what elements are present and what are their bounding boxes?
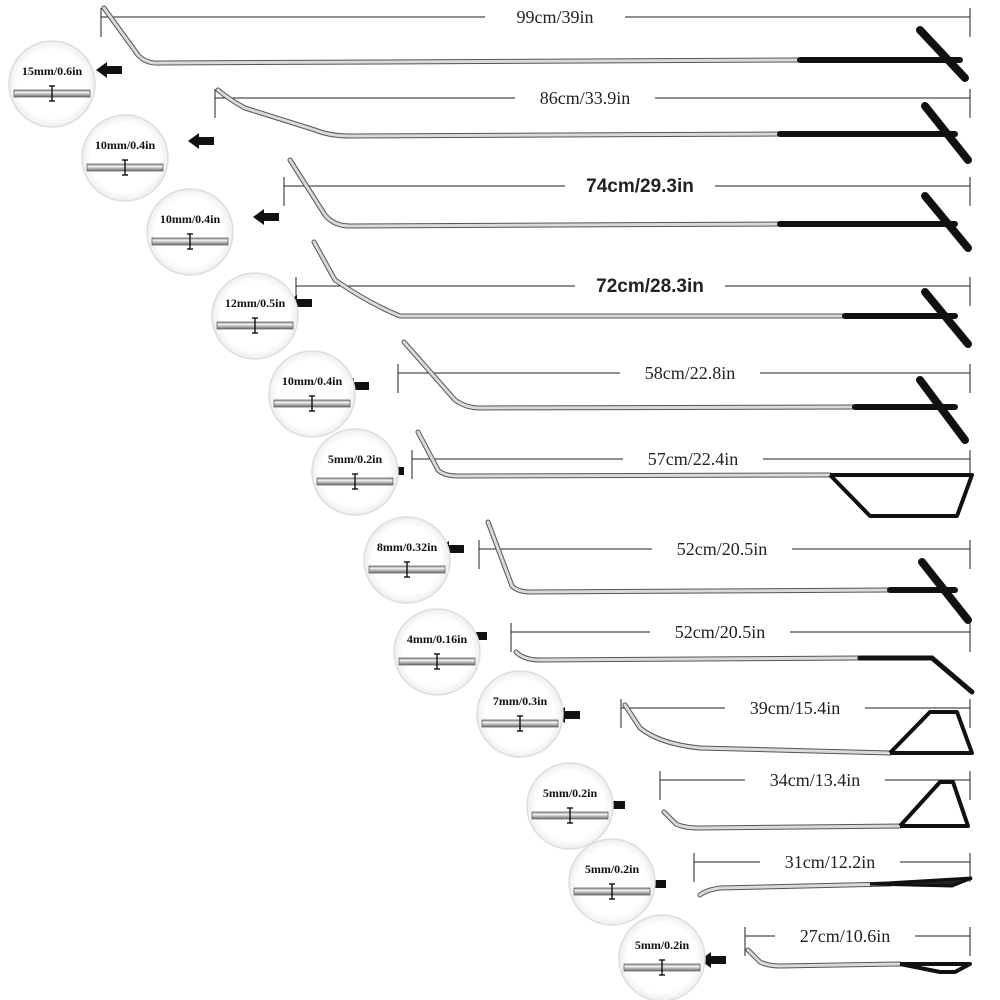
length-label: 31cm/12.2in — [785, 852, 876, 872]
rod — [746, 948, 902, 968]
rod-outline — [215, 87, 783, 139]
diameter-label: 10mm/0.4in — [160, 212, 221, 226]
loop-handle — [888, 710, 974, 755]
diameter-circle — [146, 188, 234, 276]
label-backing — [760, 850, 900, 874]
tool-11: 31cm/12.2in 5mm/0.2in — [568, 838, 973, 926]
diameter-circle — [211, 272, 299, 360]
label-backing — [745, 768, 885, 792]
rod — [623, 703, 892, 755]
arrow-left-icon — [188, 133, 214, 149]
tool-9: 39cm/15.4in 7mm/0.3in — [476, 670, 974, 758]
label-backing — [565, 174, 715, 198]
tool-4: 72cm/28.3in 12mm/0.5in — [211, 239, 972, 360]
arrow-left-icon — [253, 209, 279, 225]
label-backing — [623, 447, 763, 471]
rod — [402, 340, 857, 410]
diameter-label: 5mm/0.2in — [543, 786, 598, 800]
tool-2: 86cm/33.9in 10mm/0.4in — [81, 86, 972, 202]
length-label: 57cm/22.4in — [648, 449, 739, 469]
label-backing — [485, 5, 625, 29]
diameter-circle — [476, 670, 564, 758]
rod — [486, 520, 892, 594]
t-bar-handle — [921, 102, 972, 164]
rod — [698, 882, 892, 897]
length-label: 74cm/29.3in — [586, 176, 694, 197]
tool-10: 34cm/13.4in 5mm/0.2in — [526, 762, 971, 850]
tool-6: 57cm/22.4in 5mm/0.2in — [311, 428, 974, 518]
diameter-circle — [8, 40, 96, 128]
length-label: 86cm/33.9in — [540, 88, 631, 108]
t-bar-handle — [921, 192, 972, 252]
diameter-circle — [568, 838, 656, 926]
tool-8: 52cm/20.5in 4mm/0.16in — [393, 608, 975, 696]
tool-1: 99cm/39in 15mm/0.6in — [8, 5, 971, 128]
t-bar-handle — [916, 26, 969, 82]
diameter-circle — [618, 914, 706, 1000]
diameter-circle — [268, 350, 356, 438]
diameter-circle — [311, 428, 399, 516]
diameter-circle — [393, 608, 481, 696]
label-backing — [650, 620, 790, 644]
diameter-label: 5mm/0.2in — [635, 938, 690, 952]
t-bar-handle — [916, 376, 969, 444]
diameter-label: 10mm/0.4in — [95, 138, 156, 152]
tool-12: 27cm/10.6in 5mm/0.2in — [618, 914, 972, 1000]
length-label: 52cm/20.5in — [677, 539, 768, 559]
diameter-circle — [81, 114, 169, 202]
length-label: 58cm/22.8in — [645, 363, 736, 383]
diameter-label: 12mm/0.5in — [225, 296, 286, 310]
rod — [662, 810, 902, 830]
length-label: 39cm/15.4in — [750, 698, 841, 718]
t-bar-handle — [921, 288, 972, 348]
rod — [288, 158, 782, 228]
rod-outline — [101, 5, 803, 66]
diameter-circle — [363, 516, 451, 604]
loop-handle — [898, 780, 970, 828]
diameter-circle — [526, 762, 614, 850]
label-backing — [725, 696, 865, 720]
length-label: 99cm/39in — [517, 7, 594, 27]
loop-handle — [828, 473, 974, 518]
arrow-left-icon — [96, 62, 122, 78]
diameter-label: 4mm/0.16in — [407, 632, 468, 646]
length-label: 52cm/20.5in — [675, 622, 766, 642]
arrow-left-icon — [700, 952, 726, 968]
label-backing — [775, 924, 915, 948]
diameter-label: 7mm/0.3in — [493, 694, 548, 708]
loop-handle — [899, 962, 972, 974]
diameter-label: 10mm/0.4in — [282, 374, 343, 388]
diameter-label: 8mm/0.32in — [377, 540, 438, 554]
length-label: 34cm/13.4in — [770, 770, 861, 790]
tool-5: 58cm/22.8in 10mm/0.4in — [268, 339, 971, 444]
tool-7: 52cm/20.5in 8mm/0.32in — [363, 516, 972, 624]
label-backing — [575, 274, 725, 298]
rod — [514, 650, 862, 662]
label-backing — [620, 361, 760, 385]
t-bar-handle — [918, 558, 972, 624]
tool-3: 74cm/29.3in 10mm/0.4in — [146, 157, 972, 276]
label-backing — [515, 86, 655, 110]
bent-end-handle — [857, 655, 975, 695]
diameter-label: 5mm/0.2in — [585, 862, 640, 876]
diameter-label: 15mm/0.6in — [22, 64, 83, 78]
diameter-label: 5mm/0.2in — [328, 452, 383, 466]
rod — [312, 240, 847, 318]
rod — [416, 430, 832, 478]
flat-handle — [869, 876, 973, 888]
length-label: 27cm/10.6in — [800, 926, 891, 946]
length-label: 72cm/28.3in — [596, 276, 704, 297]
rod — [102, 6, 802, 65]
rod — [216, 88, 782, 138]
label-backing — [652, 537, 792, 561]
